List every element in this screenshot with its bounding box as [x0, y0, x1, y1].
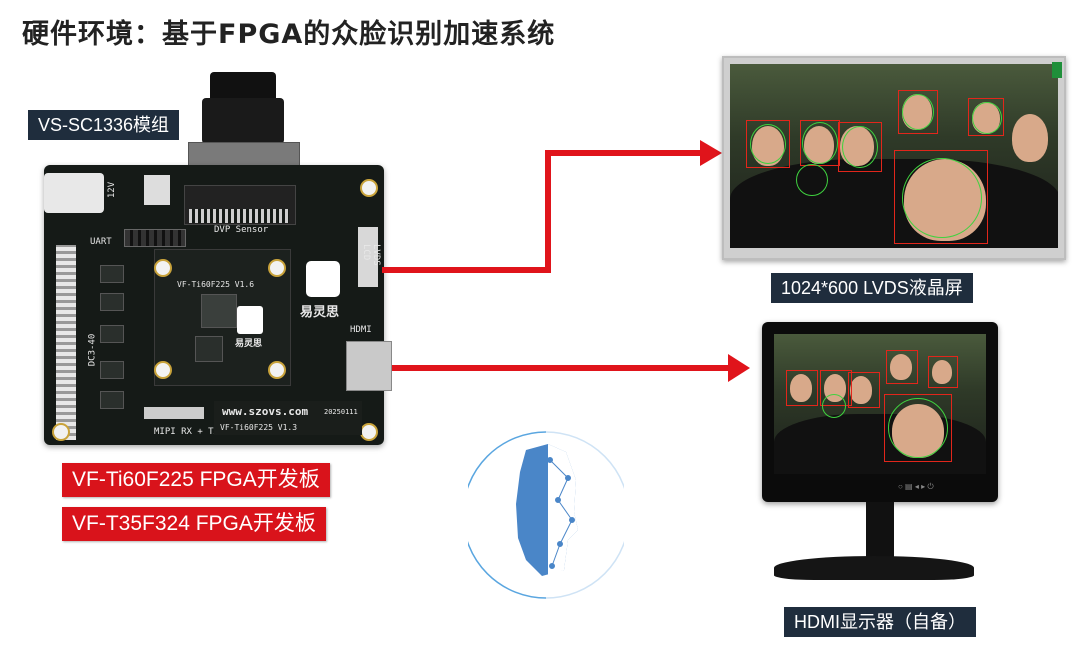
lvds-connector [358, 227, 378, 287]
camera-module-label: VS-SC1336模组 [28, 110, 180, 140]
monitor-display-content [774, 334, 986, 474]
hdmi-monitor: ○ ▤ ◂ ▸ ⏻ [762, 322, 998, 502]
detect-box [838, 122, 882, 172]
power-switch [144, 175, 170, 205]
hdmi-port [346, 341, 392, 391]
detect-box [928, 356, 958, 388]
detect-ring [796, 164, 828, 196]
dc-jack [44, 173, 104, 213]
lvds-lcd-screen [722, 56, 1066, 260]
detect-ring [822, 394, 846, 418]
fpga-board: 12V DVP Sensor UART DC3-40 VF-Ti60F225 V… [44, 165, 392, 445]
detect-ring [802, 122, 838, 164]
lcd-display-content [730, 64, 1058, 248]
detect-box [848, 372, 880, 408]
monitor-stand [866, 502, 894, 564]
detect-box [968, 98, 1004, 136]
detect-ring [842, 126, 878, 168]
silk-brand: 易灵思 [300, 305, 340, 320]
hdmi-monitor-label: HDMI显示器（自备） [784, 607, 976, 637]
detect-box [898, 90, 938, 134]
detect-ring [902, 158, 982, 238]
detect-box [746, 120, 790, 168]
detect-ring [750, 124, 786, 164]
detect-box [886, 350, 918, 384]
face-recognition-icon [468, 431, 624, 599]
side-header [56, 245, 76, 440]
silk-site: www.szovs.com [222, 405, 309, 418]
hdmi-arrow-head [728, 354, 750, 382]
silk-hdmi: HDMI [350, 325, 372, 335]
silk-brand-small: 易灵思 [235, 339, 263, 349]
detect-box [884, 394, 952, 462]
mipi-connector [144, 407, 204, 419]
brand-logo [306, 261, 340, 297]
board2-label: VF-T35F324 FPGA开发板 [62, 507, 326, 541]
monitor-controls: ○ ▤ ◂ ▸ ⏻ [898, 482, 934, 491]
silk-uart: UART [90, 237, 112, 247]
detect-ring [902, 94, 934, 130]
silk-mipi: MIPI RX + TX [154, 427, 220, 437]
silk-date: 20250111 [324, 408, 358, 416]
lvds-arrow-head [700, 140, 722, 166]
lcd-label: 1024*600 LVDS液晶屏 [771, 273, 973, 303]
detect-box [786, 370, 818, 406]
brand-logo-small [237, 306, 263, 334]
board1-label: VF-Ti60F225 FPGA开发板 [62, 463, 330, 497]
detect-ring [888, 398, 948, 458]
silk-dvp: DVP Sensor [214, 225, 269, 235]
detect-ring [972, 102, 1002, 134]
monitor-base [774, 556, 974, 580]
silk-model: VF-Ti60F225 V1.3 [220, 423, 298, 432]
page-title: 硬件环境：基于FPGA的众脸识别加速系统 [22, 19, 556, 50]
silk-core: VF-Ti60F225 V1.6 [177, 280, 255, 289]
lvds-arrow-line [382, 150, 700, 273]
detect-box [894, 150, 988, 244]
